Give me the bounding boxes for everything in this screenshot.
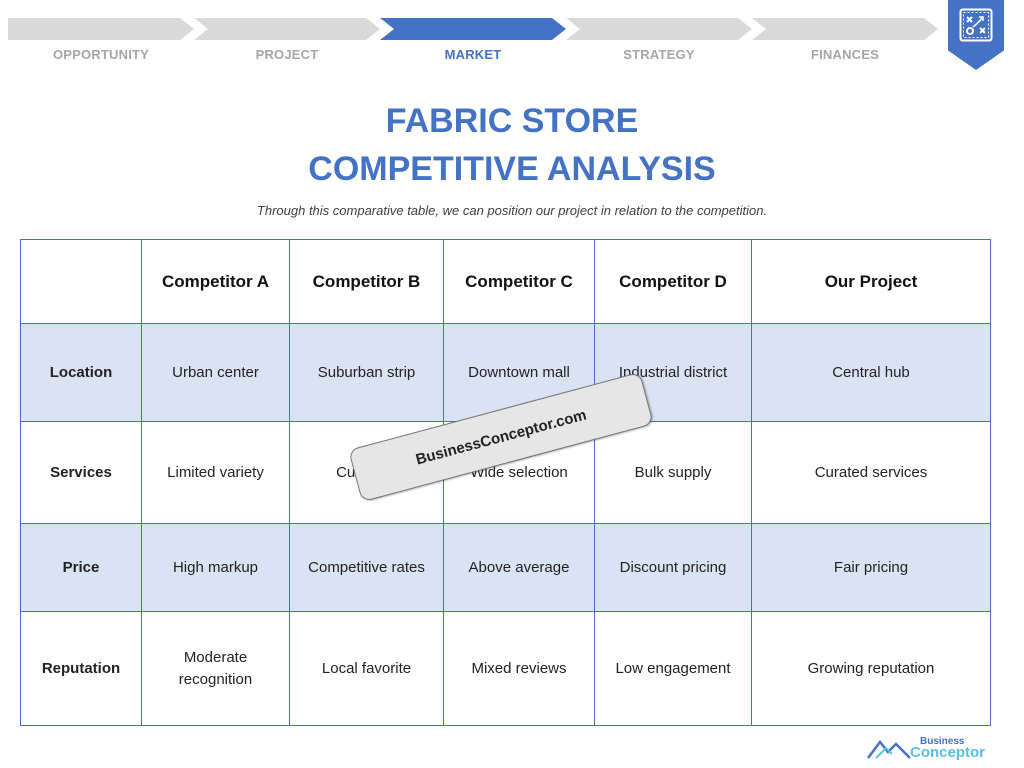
table-cell: Local favorite: [289, 611, 444, 726]
logo-text-conceptor: Conceptor: [910, 744, 985, 761]
step-finances[interactable]: FINANCES: [752, 18, 938, 64]
header-competitor-b: Competitor B: [289, 239, 444, 324]
table-row: Services Limited variety Cu... ta... Wid…: [20, 421, 991, 524]
page-subtitle: Through this comparative table, we can p…: [256, 203, 768, 218]
step-label: PROJECT: [255, 47, 319, 62]
step-chevron: [380, 18, 566, 40]
table-cell: Bulk supply: [594, 421, 752, 524]
page-title-line2: COMPETITIVE ANALYSIS: [308, 150, 716, 188]
table-cell: Moderate recognition: [141, 611, 290, 726]
section-badge: [948, 0, 1004, 70]
table-cell: Limited variety: [141, 421, 290, 524]
table-cell: Mixed reviews: [443, 611, 595, 726]
header-our-project: Our Project: [751, 239, 991, 324]
mountain-icon: [867, 739, 911, 759]
progress-steps: OPPORTUNITY PROJECT MARKET STRATEGY FINA…: [8, 18, 938, 64]
business-conceptor-logo: Business Conceptor: [866, 732, 990, 761]
step-label: STRATEGY: [623, 47, 695, 62]
table-cell: Central hub: [751, 323, 991, 422]
step-chevron: [566, 18, 752, 40]
table-cell: Low engagement: [594, 611, 752, 726]
row-label-services: Services: [20, 421, 142, 524]
step-strategy[interactable]: STRATEGY: [566, 18, 752, 64]
header-competitor-c: Competitor C: [443, 239, 595, 324]
table-cell: High markup: [141, 523, 290, 612]
competitive-analysis-table: Competitor A Competitor B Competitor C C…: [20, 239, 991, 726]
header-competitor-a: Competitor A: [141, 239, 290, 324]
step-project[interactable]: PROJECT: [194, 18, 380, 64]
step-chevron: [8, 18, 194, 40]
table-cell: Urban center: [141, 323, 290, 422]
step-label: OPPORTUNITY: [52, 47, 150, 62]
step-label: MARKET: [444, 47, 502, 62]
table-cell: Growing reputation: [751, 611, 991, 726]
header-competitor-d: Competitor D: [594, 239, 752, 324]
row-label-location: Location: [20, 323, 142, 422]
step-chevron: [752, 18, 938, 40]
logo-text-business: Business: [920, 736, 965, 747]
table-row: Reputation Moderate recognition Local fa…: [20, 611, 991, 726]
header-empty-cell: [20, 239, 142, 324]
table-cell: Competitive rates: [289, 523, 444, 612]
page-title: FABRIC STORE: [385, 102, 639, 140]
table-cell: Suburban strip: [289, 323, 444, 422]
strategy-board-icon: [959, 8, 993, 42]
step-opportunity[interactable]: OPPORTUNITY: [8, 18, 194, 64]
table-cell: Discount pricing: [594, 523, 752, 612]
table-cell: Fair pricing: [751, 523, 991, 612]
table-row: Price High markup Competitive rates Abov…: [20, 523, 991, 612]
table-cell: Above average: [443, 523, 595, 612]
table-cell: Curated services: [751, 421, 991, 524]
step-chevron: [194, 18, 380, 40]
row-label-reputation: Reputation: [20, 611, 142, 726]
table-header-row: Competitor A Competitor B Competitor C C…: [20, 239, 991, 324]
row-label-price: Price: [20, 523, 142, 612]
step-label: FINANCES: [810, 47, 880, 62]
step-market[interactable]: MARKET: [380, 18, 566, 64]
